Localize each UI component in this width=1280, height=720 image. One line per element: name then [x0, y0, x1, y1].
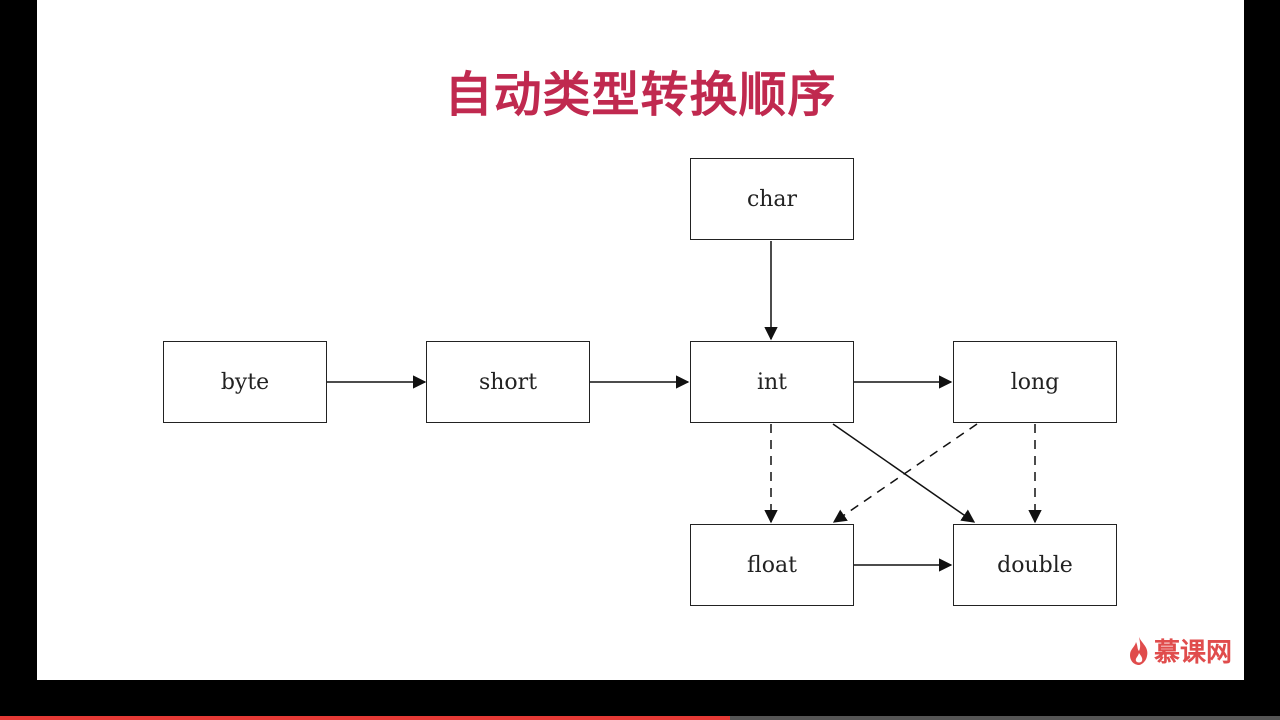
edge-int-double [832, 423, 976, 523]
video-progress-fill [0, 716, 730, 720]
edge-long-float [832, 423, 978, 523]
node-byte: byte [163, 341, 327, 423]
node-int: int [690, 341, 854, 423]
node-long: long [953, 341, 1117, 423]
flame-icon [1129, 636, 1148, 665]
imooc-logo: 慕课网 [1128, 632, 1232, 669]
node-short: short [426, 341, 590, 423]
video-progress-bar[interactable] [0, 716, 1280, 720]
slide-title: 自动类型转换顺序 [444, 67, 837, 123]
logo-text: 慕课网 [1153, 638, 1232, 668]
node-char: char [690, 158, 854, 240]
slide: 自动类型转换顺序 char byte short int long float … [37, 0, 1244, 680]
diagram-edges [327, 241, 1042, 572]
node-double: double [953, 524, 1117, 606]
node-float: float [690, 524, 854, 606]
